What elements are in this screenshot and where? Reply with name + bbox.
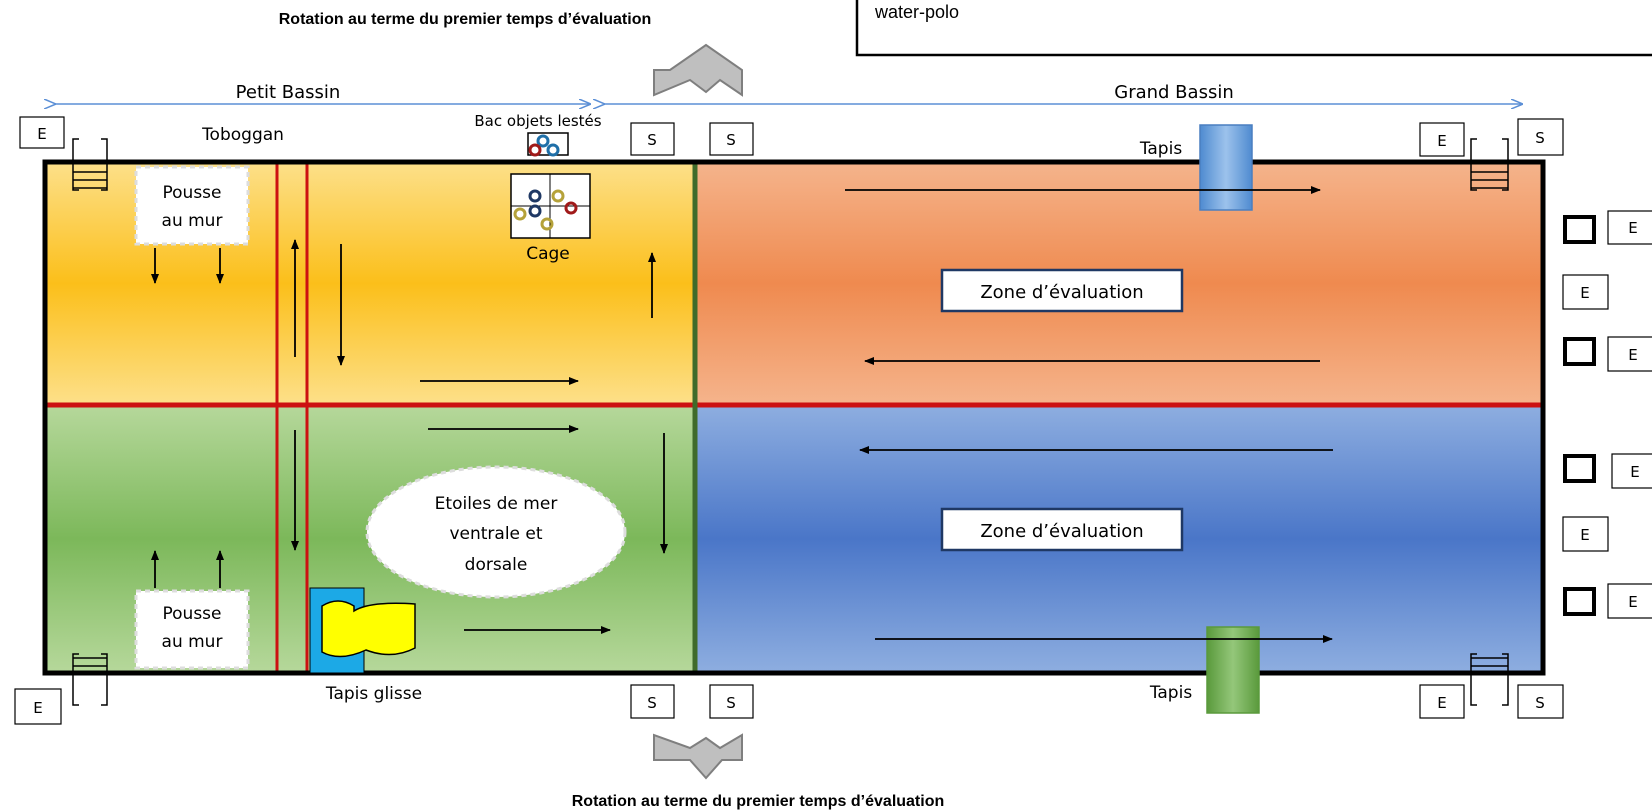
square-marker-3: [1563, 454, 1596, 483]
toboggan-label: Toboggan: [201, 125, 284, 145]
pool-border: [42, 159, 1546, 676]
etoiles-de-mer-zone: Etoiles de mer ventrale et dorsale: [365, 465, 627, 599]
pousse-au-mur-top: Pousse au mur: [134, 165, 250, 246]
tapis-bottom-icon: [1206, 626, 1260, 714]
tapis-bottom-label: Tapis: [1149, 683, 1193, 703]
marker-e-bottom-right: E: [1419, 684, 1465, 719]
pousse-au-mur-bottom: Pousse au mur: [134, 589, 250, 670]
cage-icon: [510, 173, 591, 239]
svg-text:E: E: [1628, 346, 1637, 364]
marker-e-right-5: E: [1562, 516, 1609, 552]
marker-s-bottom-right: S: [1517, 684, 1564, 719]
tapis-glisse-icon: [309, 587, 416, 674]
svg-text:S: S: [726, 694, 736, 712]
etoiles-line1: Etoiles de mer: [435, 494, 558, 514]
bac-label: Bac objets lestés: [474, 112, 601, 130]
note-box-text: water-polo: [874, 2, 959, 22]
rotation-arrow-bottom-icon: [653, 733, 743, 780]
etoiles-line3: dorsale: [465, 555, 528, 575]
cage-label: Cage: [526, 244, 570, 264]
grand-bassin-measure: Grand Bassin: [604, 82, 1522, 104]
grand-bassin-label: Grand Bassin: [1114, 82, 1233, 103]
svg-text:E: E: [1628, 219, 1637, 237]
marker-e-right-2: E: [1562, 274, 1609, 310]
note-box: water-polo: [855, 0, 1652, 57]
svg-text:S: S: [1535, 129, 1545, 147]
ladder-icon-bottom-right: [1470, 653, 1509, 706]
petit-bassin-label: Petit Bassin: [236, 82, 341, 103]
pousse-bottom-line1: Pousse: [163, 604, 222, 624]
marker-e-right-6: E: [1607, 583, 1652, 619]
svg-text:S: S: [647, 131, 657, 149]
tapis-top-icon: [1199, 124, 1253, 211]
rotation-title-bottom: Rotation au terme du premier temps d’éva…: [572, 793, 945, 810]
etoiles-line2: ventrale et: [449, 524, 542, 544]
ladder-icon-top-right: [1470, 138, 1509, 191]
marker-s-bottom-2: S: [709, 684, 754, 719]
svg-text:E: E: [1630, 463, 1639, 481]
svg-text:E: E: [1580, 526, 1589, 544]
svg-text:E: E: [33, 699, 42, 717]
marker-e-right-3: E: [1607, 336, 1652, 372]
ladder-icon-top-left: [72, 138, 108, 191]
pousse-top-line1: Pousse: [163, 183, 222, 203]
marker-s-top-2: S: [709, 122, 754, 156]
pousse-top-line2: au mur: [162, 211, 223, 231]
marker-e-bottom-left: E: [14, 688, 62, 725]
tapis-glisse-label: Tapis glisse: [325, 684, 422, 704]
svg-text:E: E: [1437, 694, 1446, 712]
swim-arrows: [151, 186, 1333, 643]
marker-s-top-right: S: [1517, 118, 1564, 156]
rotation-title-top: Rotation au terme du premier temps d’éva…: [279, 11, 652, 28]
square-marker-2: [1563, 337, 1596, 366]
zone-evaluation-top-label: Zone d’évaluation: [980, 282, 1143, 303]
svg-text:S: S: [726, 131, 736, 149]
marker-e-top-left: E: [19, 116, 65, 149]
marker-s-bottom-1: S: [630, 684, 675, 719]
svg-text:E: E: [37, 125, 46, 143]
svg-text:E: E: [1628, 593, 1637, 611]
tapis-top-label: Tapis: [1139, 139, 1183, 159]
marker-e-top-right: E: [1419, 122, 1465, 157]
zone-evaluation-bottom-label: Zone d’évaluation: [980, 521, 1143, 542]
petit-bassin-measure: Petit Bassin: [55, 82, 590, 104]
marker-s-top-1: S: [630, 122, 675, 156]
marker-e-right-1: E: [1607, 210, 1652, 245]
zone-evaluation-top: Zone d’évaluation: [940, 268, 1184, 313]
svg-text:S: S: [647, 694, 657, 712]
square-marker-1: [1563, 215, 1596, 244]
bac-objets-icon: [527, 132, 569, 157]
svg-text:E: E: [1437, 132, 1446, 150]
ladder-icon-bottom-left: [72, 653, 108, 706]
pousse-bottom-line2: au mur: [162, 632, 223, 652]
zone-evaluation-bottom: Zone d’évaluation: [940, 507, 1184, 552]
square-marker-4: [1563, 587, 1596, 616]
rotation-arrow-top-icon: [653, 43, 743, 97]
svg-text:S: S: [1535, 694, 1545, 712]
svg-text:E: E: [1580, 284, 1589, 302]
marker-e-right-4: E: [1611, 453, 1652, 489]
